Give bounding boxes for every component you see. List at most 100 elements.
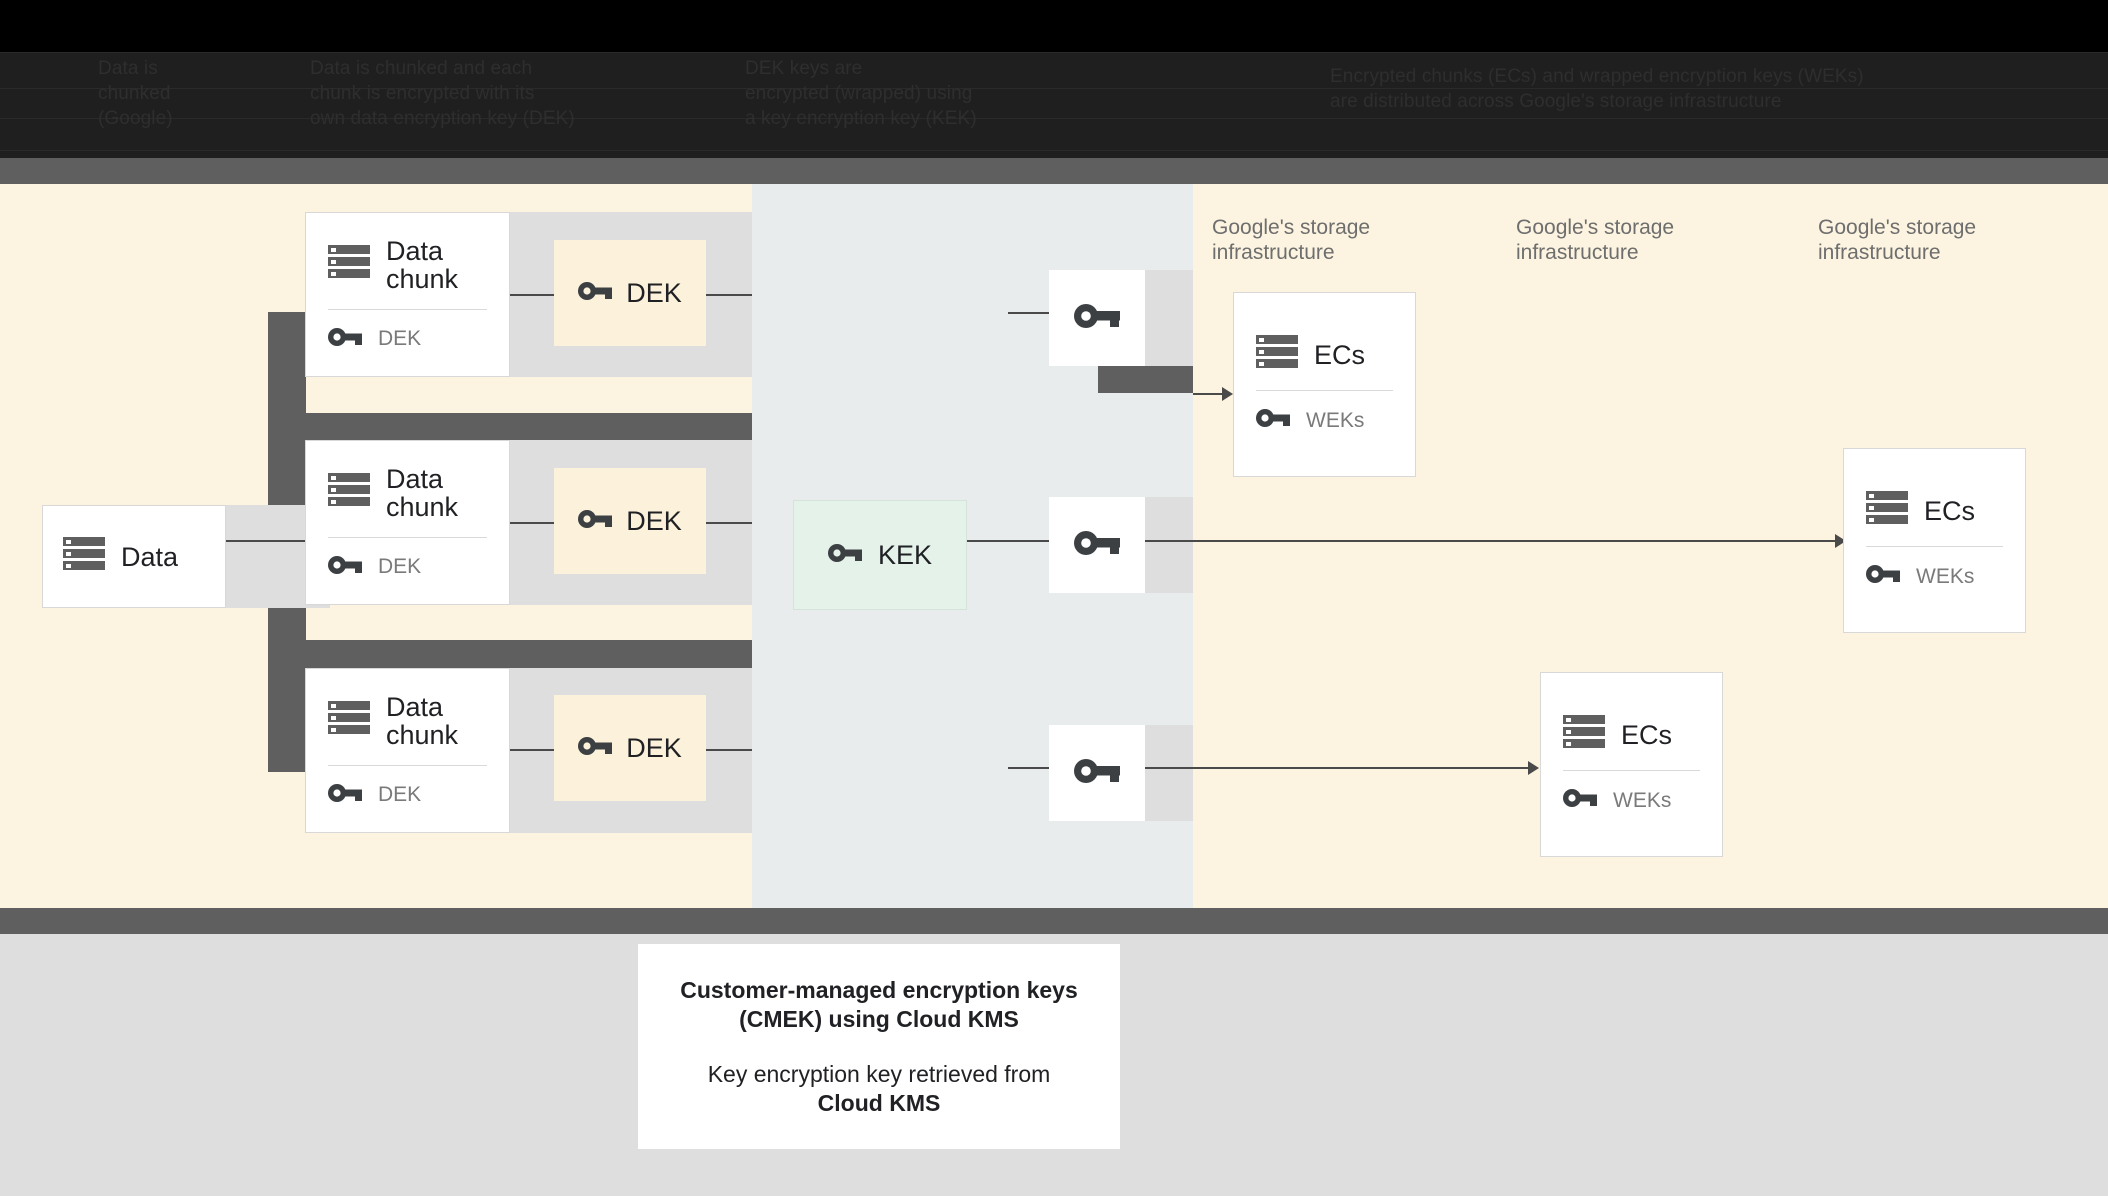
wrapped-key-box[interactable] <box>1049 270 1145 366</box>
ecs-key-label: WEKs <box>1613 788 1672 812</box>
header-rule-top <box>0 52 2108 53</box>
chunk-title: Data chunk <box>386 463 459 522</box>
chunk-header-row: Data chunk <box>306 693 509 749</box>
data-chunk-card[interactable]: Data chunk DEK <box>305 212 510 377</box>
data-chunk-card[interactable]: Data chunk DEK <box>305 668 510 833</box>
ecs-header-row: ECs <box>1541 715 1722 754</box>
connector-to-wek1 <box>1008 312 1052 314</box>
chunk-key-row: DEK <box>306 326 509 353</box>
header-inner <box>0 52 2108 158</box>
kek-transfer-block <box>1098 366 1193 393</box>
key-icon <box>1074 756 1120 791</box>
key-icon <box>1074 528 1120 563</box>
header-text-line: are distributed across Google's storage … <box>1330 91 1782 112</box>
chunk-title: Data chunk <box>386 691 459 750</box>
dek-row: DEK <box>578 734 682 762</box>
caption-title-line-1: Customer-managed encryption keys <box>680 976 1078 1003</box>
storage-label: Google's storage infrastructure <box>1818 216 1977 264</box>
ecs-card[interactable]: ECs WEKs <box>1233 292 1416 477</box>
kek-row: KEK <box>827 540 933 570</box>
ecs-card[interactable]: ECs WEKs <box>1843 448 2026 633</box>
chunk-header-row: Data chunk <box>306 465 509 521</box>
ecs-card[interactable]: ECs WEKs <box>1540 672 1723 857</box>
key-icon <box>328 326 362 353</box>
chunk-header-row: Data chunk <box>306 237 509 293</box>
dek-row: DEK <box>578 279 682 307</box>
dek-box[interactable]: DEK <box>554 695 706 801</box>
chunk-key-row: DEK <box>306 554 509 581</box>
arrowhead-ecs1 <box>1222 387 1233 401</box>
header-column-2: Data is chunked and each chunk is encryp… <box>310 56 650 131</box>
ecs-header-row: ECs <box>1844 491 2025 530</box>
caption-card: Customer-managed encryption keys (CMEK) … <box>638 944 1120 1149</box>
card-divider <box>1256 390 1393 391</box>
kek-box[interactable]: KEK <box>793 500 967 610</box>
dek-box[interactable]: DEK <box>554 468 706 574</box>
data-chunk-card[interactable]: Data chunk DEK <box>305 440 510 605</box>
separator-bar-bottom <box>0 908 2108 934</box>
ecs-title: ECs <box>1621 719 1673 750</box>
chunk-title: Data chunk <box>386 235 459 294</box>
header-band: Data is chunked (Google) Data is chunked… <box>0 0 2108 158</box>
key-icon <box>1256 407 1290 434</box>
connector-dek2-out <box>706 522 752 524</box>
dek-label: DEK <box>626 733 682 763</box>
database-icon <box>328 245 370 284</box>
kek-label: KEK <box>877 540 933 570</box>
header-text-line: chunk is encrypted with its <box>310 83 535 104</box>
chunk-key-row: DEK <box>306 782 509 809</box>
header-text-line: DEK keys are <box>745 58 863 79</box>
database-icon <box>1256 335 1298 374</box>
header-text-line: chunked <box>98 83 171 104</box>
data-card-row: Data <box>43 537 225 576</box>
ecs-key-row: WEKs <box>1234 407 1415 434</box>
card-divider <box>328 308 487 310</box>
connector-chunk2-to-dek2 <box>510 522 556 524</box>
header-text-line: encrypted (wrapped) using <box>745 83 973 104</box>
connector-wek3-to-ecs3 <box>1145 767 1535 769</box>
database-icon <box>1563 715 1605 754</box>
card-divider <box>1866 546 2003 547</box>
connector-chunk3-to-dek3 <box>510 749 556 751</box>
ecs-title: ECs <box>1924 495 1976 526</box>
key-icon <box>1563 787 1597 814</box>
database-icon <box>1866 491 1908 530</box>
arrowhead-ecs3 <box>1528 761 1539 775</box>
caption-sub-line-1: Key encryption key retrieved from <box>707 1060 1051 1087</box>
data-card[interactable]: Data <box>42 505 226 608</box>
header-rule-mid1 <box>0 88 2108 89</box>
connector-chunk1-to-dek1 <box>510 294 556 296</box>
key-icon <box>578 735 613 762</box>
chunk-key-label: DEK <box>378 555 422 578</box>
caption-subtitle: Key encryption key retrieved from Cloud … <box>708 1060 1051 1118</box>
dek-row: DEK <box>578 507 682 535</box>
header-text-line: (Google) <box>98 108 173 129</box>
caption-title: Customer-managed encryption keys (CMEK) … <box>680 976 1078 1034</box>
chunk-key-label: DEK <box>378 783 422 806</box>
key-icon <box>578 508 613 535</box>
key-icon <box>328 554 362 581</box>
ecs-key-label: WEKs <box>1306 408 1365 432</box>
ecs-key-label: WEKs <box>1916 564 1975 588</box>
card-divider <box>328 764 487 766</box>
database-icon <box>328 701 370 740</box>
header-text-line: Data is chunked and each <box>310 58 533 79</box>
dek-box[interactable]: DEK <box>554 240 706 346</box>
header-text-line: Data is <box>98 58 158 79</box>
header-text-line: Encrypted chunks (ECs) and wrapped encry… <box>1330 66 1864 87</box>
header-rule-mid2 <box>0 118 2108 119</box>
connector-dek3-out <box>706 749 752 751</box>
caption-title-line-2: (CMEK) using Cloud KMS <box>739 1005 1019 1032</box>
wrapped-key-box[interactable] <box>1049 725 1145 821</box>
connector-wek1-to-ecs1 <box>1193 393 1228 395</box>
wrapped-key-box[interactable] <box>1049 497 1145 593</box>
card-divider <box>1563 770 1700 771</box>
ecs-title: ECs <box>1314 339 1366 370</box>
dek-label: DEK <box>626 278 682 308</box>
connector-dek1-out <box>706 294 752 296</box>
separator-bar-top <box>0 158 2108 184</box>
key-icon <box>328 782 362 809</box>
ecs-key-row: WEKs <box>1541 787 1722 814</box>
caption-sub-line-2: Cloud KMS <box>817 1089 941 1116</box>
